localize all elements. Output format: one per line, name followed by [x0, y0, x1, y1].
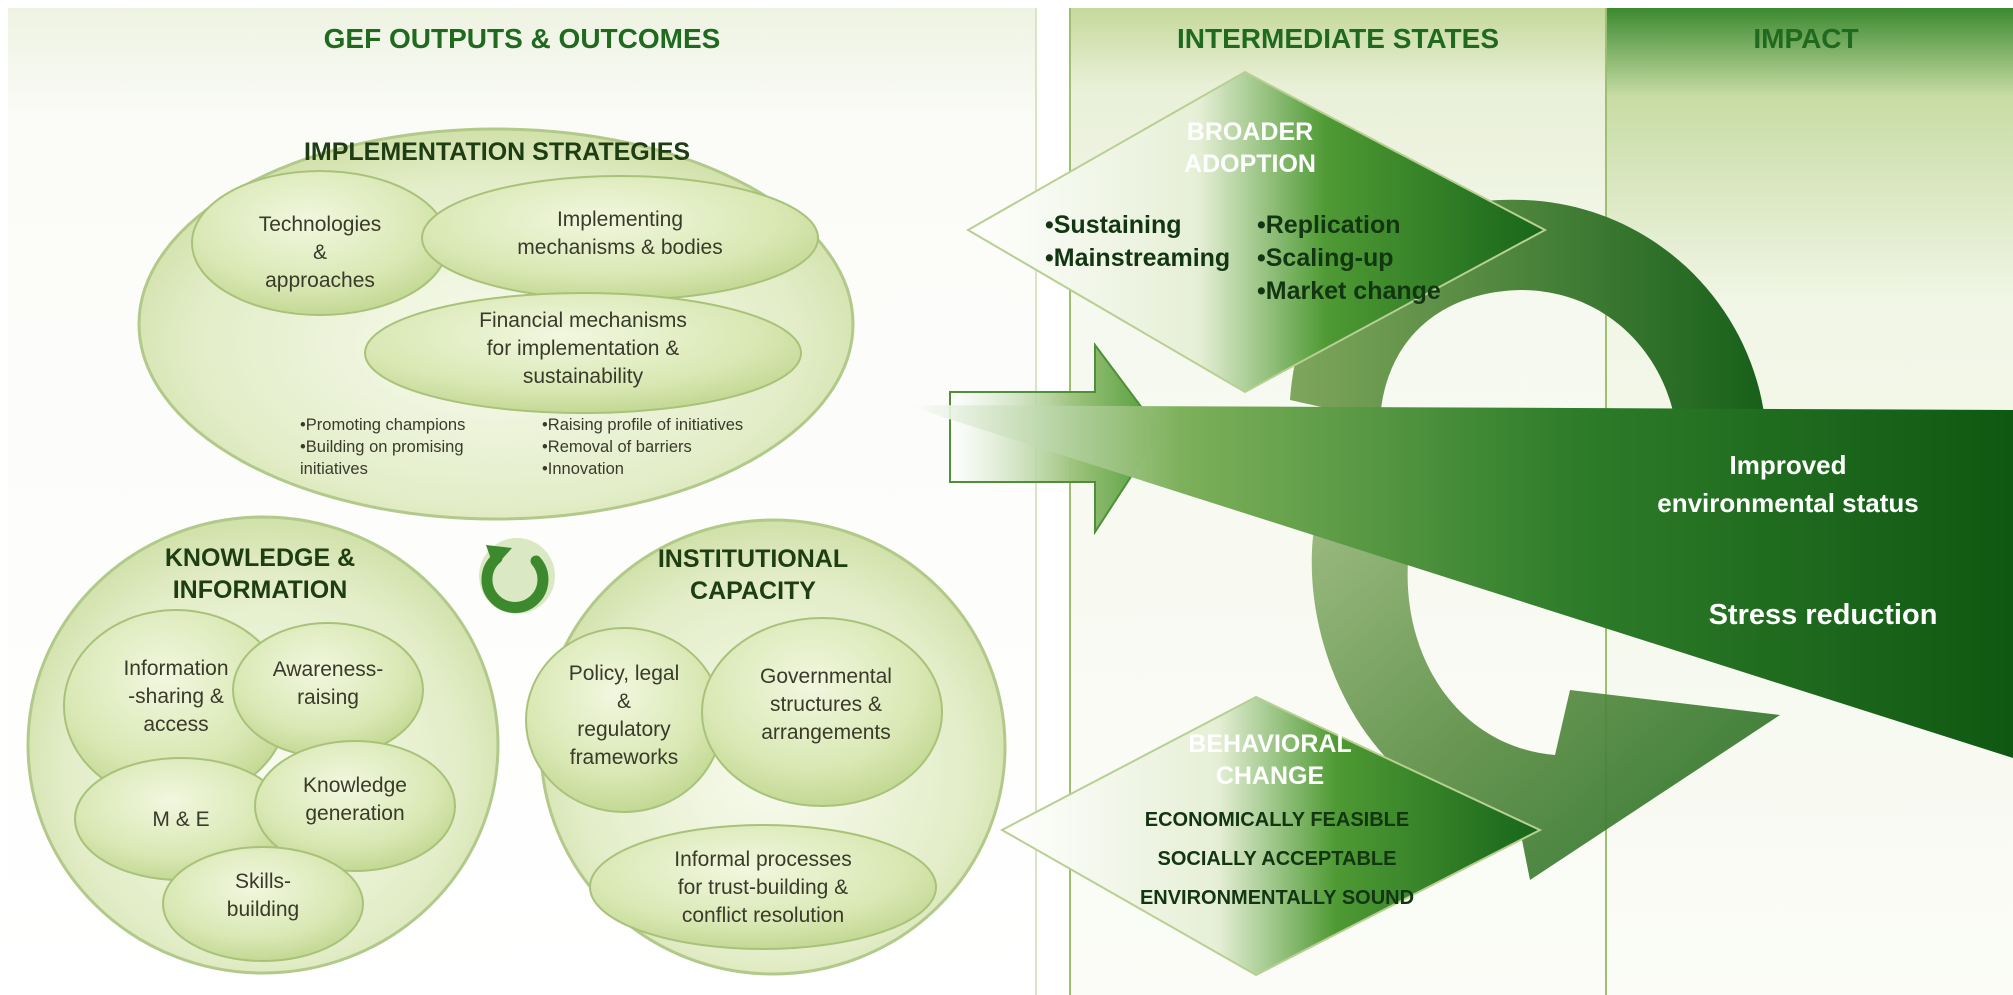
info-sharing-line-1: Information: [123, 657, 228, 680]
informal-line-2: for trust-building &: [678, 876, 848, 899]
technologies-line-3: approaches: [265, 269, 375, 292]
mechanisms-line-2: mechanisms & bodies: [517, 236, 722, 259]
behavioral-environmentally: ENVIRONMENTALLY SOUND: [1140, 887, 1414, 909]
broader-market-change: •Market change: [1257, 277, 1441, 305]
awareness-line-1: Awareness-: [273, 658, 384, 681]
broader-adoption-diamond: [966, 70, 1548, 394]
policy-line-3: regulatory: [577, 718, 671, 741]
knowledge-gen-ellipse: [254, 740, 456, 872]
impact-improved-2: environmental status: [1657, 488, 1919, 518]
policy-line-2: &: [617, 690, 631, 713]
policy-line-1: Policy, legal: [569, 662, 680, 685]
behavioral-title-2: CHANGE: [1216, 762, 1324, 790]
header-impact: IMPACT: [1753, 23, 1858, 54]
impact-wedge: [905, 405, 2013, 758]
policy-line-4: frameworks: [570, 746, 679, 769]
impact-improved-1: Improved: [1729, 450, 1846, 480]
implementation-title: IMPLEMENTATION STRATEGIES: [304, 138, 690, 166]
behavioral-change-diamond: [999, 695, 1543, 977]
broader-sustaining: •Sustaining: [1045, 211, 1182, 239]
header-intermediate: INTERMEDIATE STATES: [1177, 23, 1499, 54]
impl-bullet-right-2: •Removal of barriers: [542, 438, 692, 456]
technologies-line-1: Technologies: [259, 213, 382, 236]
impl-bullet-right-1: •Raising profile of initiatives: [542, 416, 743, 434]
informal-ellipse: [589, 824, 937, 950]
behavioral-socially: SOCIALLY ACCEPTABLE: [1158, 848, 1397, 870]
impl-bullet-left-1: •Promoting champions: [300, 416, 465, 434]
skills-ellipse: [162, 846, 364, 962]
skills-line-1: Skills-: [235, 870, 291, 893]
institutional-title-1: INSTITUTIONAL: [658, 545, 848, 573]
financial-ellipse: [364, 292, 802, 414]
governmental-line-3: arrangements: [761, 721, 891, 744]
feedback-loop-arrow-lower: [1311, 455, 1780, 880]
broader-title-2: ADOPTION: [1184, 150, 1316, 178]
financial-line-3: sustainability: [523, 365, 644, 388]
knowledge-title-2: INFORMATION: [173, 576, 348, 604]
broader-title-1: BROADER: [1187, 118, 1313, 146]
knowledge-title-1: KNOWLEDGE &: [165, 544, 355, 572]
technologies-line-2: &: [313, 241, 327, 264]
governmental-line-1: Governmental: [760, 665, 892, 688]
broader-mainstreaming: •Mainstreaming: [1045, 244, 1230, 272]
header-outputs: GEF OUTPUTS & OUTCOMES: [324, 23, 721, 54]
behavioral-title-1: BEHAVIORAL: [1188, 730, 1351, 758]
skills-line-2: building: [227, 898, 299, 921]
governmental-ellipse: [701, 617, 943, 807]
awareness-line-2: raising: [297, 686, 359, 709]
financial-line-1: Financial mechanisms: [479, 309, 687, 332]
me-label: M & E: [152, 808, 209, 831]
knowledge-gen-line-1: Knowledge: [303, 774, 407, 797]
institutional-title-2: CAPACITY: [690, 577, 816, 605]
financial-line-2: for implementation &: [487, 337, 680, 360]
impact-stress-reduction: Stress reduction: [1709, 599, 1938, 631]
cycle-arrow-icon: [479, 538, 555, 614]
knowledge-gen-line-2: generation: [305, 802, 404, 825]
impl-bullet-left-2: •Building on promising: [300, 438, 464, 456]
impl-bullet-left-3: initiatives: [300, 460, 368, 478]
broader-replication: •Replication: [1257, 211, 1401, 239]
info-sharing-line-2: -sharing &: [128, 685, 224, 708]
behavioral-economically: ECONOMICALLY FEASIBLE: [1145, 809, 1409, 831]
informal-line-1: Informal processes: [674, 848, 851, 871]
informal-line-3: conflict resolution: [682, 904, 844, 927]
governmental-line-2: structures &: [770, 693, 882, 716]
info-sharing-line-3: access: [143, 713, 208, 736]
mechanisms-line-1: Implementing: [557, 208, 683, 231]
impl-bullet-right-3: •Innovation: [542, 460, 624, 478]
broader-scaling-up: •Scaling-up: [1257, 244, 1394, 272]
